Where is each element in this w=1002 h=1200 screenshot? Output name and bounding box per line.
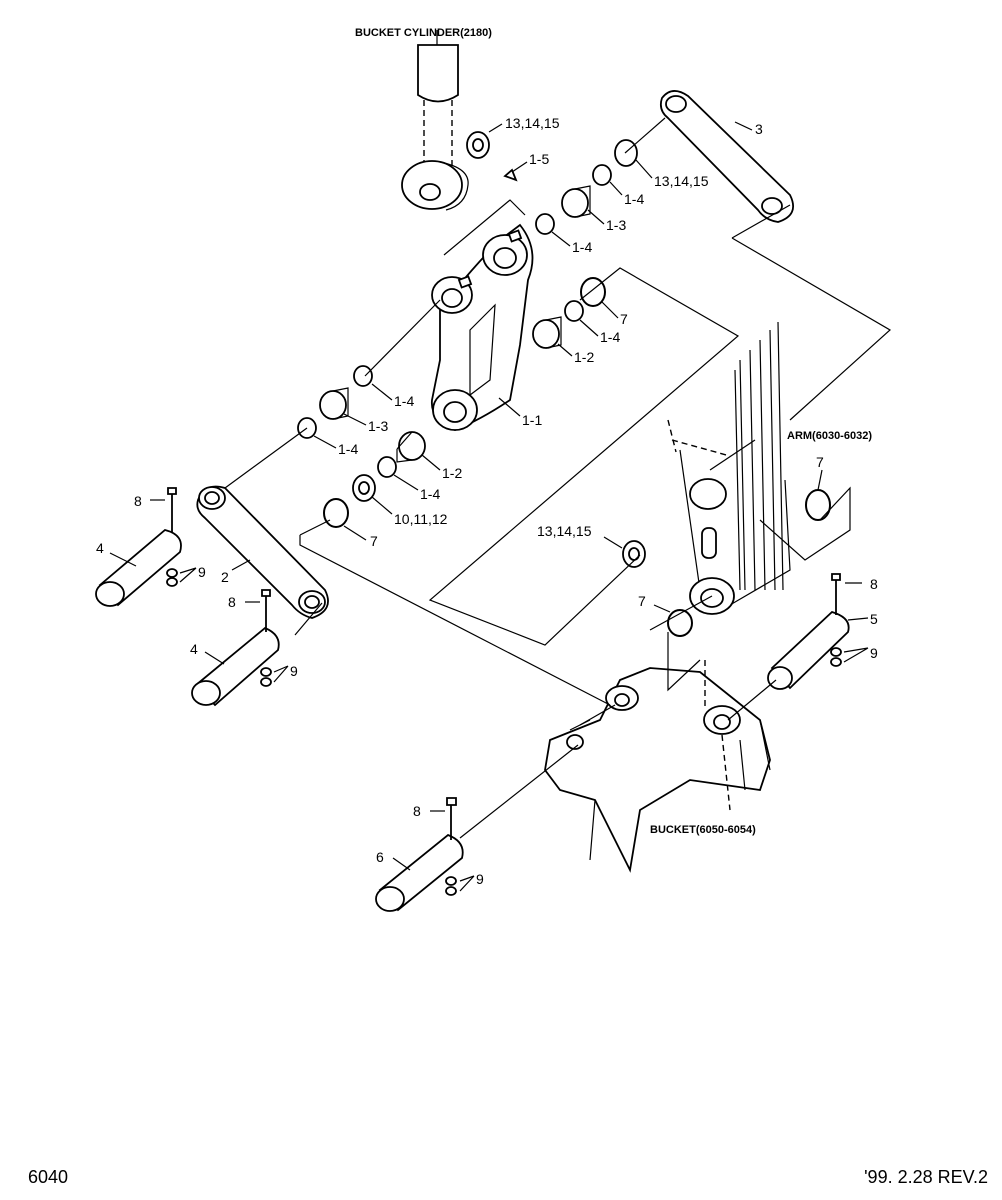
- label-7-b: 7: [370, 533, 378, 549]
- label-3: 3: [755, 121, 763, 137]
- label-1-3-b: 1-3: [368, 418, 388, 434]
- label-13-14-15-top: 13,14,15: [505, 115, 560, 131]
- label-8-a: 8: [134, 493, 142, 509]
- label-13-14-15-middle: 13,14,15: [537, 523, 592, 539]
- pin-4-upper: [95, 529, 182, 607]
- label-bucket-cylinder: BUCKET CYLINDER(2180): [355, 27, 492, 39]
- arm: [667, 321, 791, 615]
- footer: 6040 '99. 2.28 REV.2: [28, 1167, 988, 1187]
- label-1-4-c: 1-4: [600, 329, 620, 345]
- link-2: [196, 485, 329, 619]
- label-7-a: 7: [620, 311, 628, 327]
- label-4-b: 4: [190, 641, 198, 657]
- callout-lines: [109, 30, 869, 892]
- label-2: 2: [221, 569, 229, 585]
- label-1-4-f: 1-4: [420, 486, 440, 502]
- callout-labels: BUCKET CYLINDER(2180) 13,14,15 1-5 3 13,…: [96, 27, 878, 887]
- label-7-bottom: 7: [638, 593, 646, 609]
- label-1-2-b: 1-2: [442, 465, 462, 481]
- bolts-8: [167, 487, 841, 840]
- label-1-1: 1-1: [522, 412, 542, 428]
- label-13-14-15-right: 13,14,15: [654, 173, 709, 189]
- label-arm: ARM(6030-6032): [787, 430, 872, 442]
- label-5: 5: [870, 611, 878, 627]
- label-4-a: 4: [96, 540, 104, 556]
- label-6: 6: [376, 849, 384, 865]
- label-10-11-12: 10,11,12: [394, 511, 448, 527]
- label-1-2-a: 1-2: [574, 349, 594, 365]
- label-bucket: BUCKET(6050-6054): [650, 824, 756, 836]
- bucket-cylinder: [401, 44, 469, 211]
- bushings-and-seals: [297, 131, 831, 637]
- link-3: [659, 90, 794, 223]
- pin-5: [767, 610, 850, 690]
- label-8-c: 8: [413, 803, 421, 819]
- pin-6: [375, 833, 464, 912]
- page-number: 6040: [28, 1167, 68, 1187]
- label-9-right: 9: [870, 645, 878, 661]
- nuts-9: [166, 568, 842, 896]
- label-9-c: 9: [476, 871, 484, 887]
- link-1-1: [431, 223, 534, 431]
- label-9-a: 9: [198, 564, 206, 580]
- label-9-b: 9: [290, 663, 298, 679]
- label-1-3-a: 1-3: [606, 217, 626, 233]
- label-1-4-b: 1-4: [572, 239, 592, 255]
- pin-4-lower: [191, 626, 280, 707]
- leader-lines: [224, 117, 892, 839]
- label-7-right: 7: [816, 454, 824, 470]
- label-8-right: 8: [870, 576, 878, 592]
- label-1-4-d: 1-4: [394, 393, 414, 409]
- label-8-b: 8: [228, 594, 236, 610]
- label-1-4-a: 1-4: [624, 191, 644, 207]
- label-1-5: 1-5: [529, 151, 549, 167]
- revision-date: '99. 2.28 REV.2: [864, 1167, 988, 1187]
- bucket: [544, 660, 771, 873]
- label-1-4-e: 1-4: [338, 441, 358, 457]
